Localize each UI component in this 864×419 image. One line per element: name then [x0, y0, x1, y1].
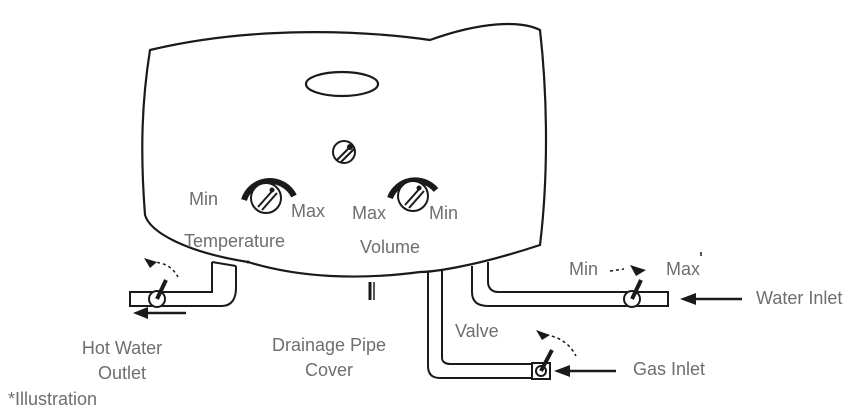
water-valve-min-label: Min [569, 259, 599, 279]
heater-body [141, 22, 548, 278]
temperature-max-label: Max [291, 201, 326, 221]
volume-knob-icon [387, 177, 439, 212]
water-inflow-arrow [680, 293, 742, 305]
body-mark-dot [246, 260, 250, 264]
hot-water-valve-icon [144, 258, 179, 308]
hot-water-outflow-arrow [133, 307, 186, 319]
temperature-min-label: Min [189, 189, 219, 209]
water-inlet-pipe [471, 262, 669, 307]
gas-inflow-arrow [554, 365, 616, 377]
volume-max-label: Max [352, 203, 387, 223]
drainage-pipe-cover [368, 282, 375, 300]
drainage-pipe-label-line2: Cover [304, 360, 354, 380]
illustration-footnote: *Illustration [8, 389, 98, 409]
temperature-caption: Temperature [184, 231, 286, 251]
valve-label: Valve [455, 321, 499, 341]
gas-inlet-label: Gas Inlet [633, 359, 706, 379]
drainage-pipe-label-line1: Drainage Pipe [271, 335, 387, 355]
water-valve-max-label: Max [666, 259, 701, 279]
gas-valve-icon [531, 330, 577, 380]
top-knob-icon [332, 140, 356, 164]
display-window [304, 70, 380, 98]
volume-caption: Volume [360, 237, 421, 257]
temperature-knob-icon [241, 177, 297, 214]
water-inlet-valve-icon [609, 252, 702, 308]
hot-water-outlet-label-line1: Hot Water [81, 338, 163, 358]
volume-min-label: Min [429, 203, 459, 223]
water-inlet-label: Water Inlet [756, 288, 843, 308]
hot-water-outlet-label-line2: Outlet [97, 363, 147, 383]
hot-water-outlet-pipe [129, 261, 237, 307]
